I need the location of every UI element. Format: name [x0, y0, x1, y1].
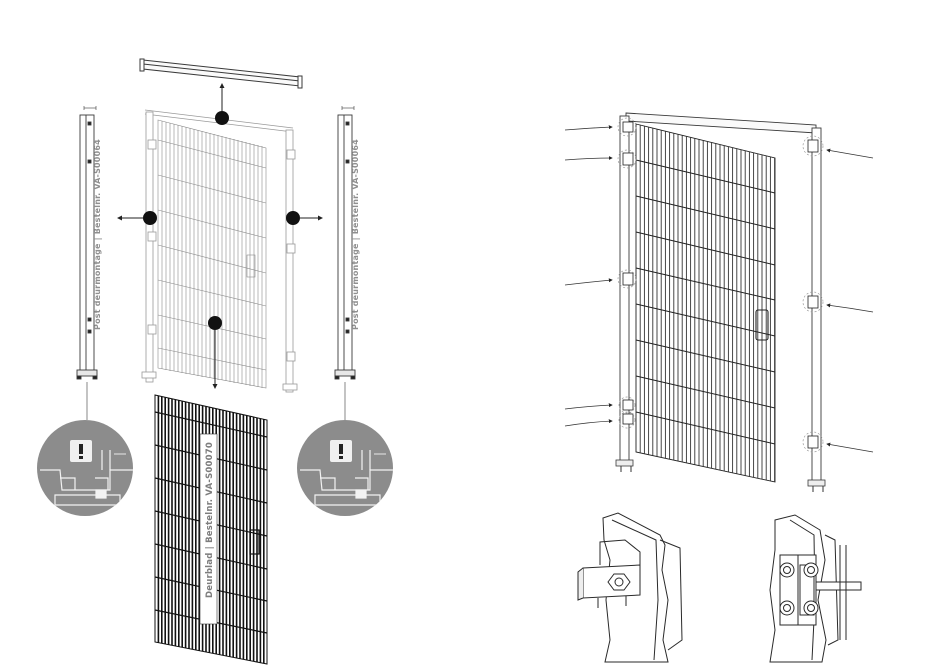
arrow-icon [565, 421, 612, 426]
marker-top [215, 84, 229, 125]
clamp-detail [578, 513, 682, 662]
detail-circle-right [297, 420, 395, 516]
post-left-label: Post deurmontage | Bestelnr. VA-S00064 [93, 139, 102, 330]
exclamation-icon [70, 440, 92, 462]
arrow-icon [827, 444, 873, 452]
arrow-icon [565, 127, 612, 130]
arrow-icon [827, 305, 873, 312]
detail-circle-left [37, 420, 135, 516]
arrow-icon [827, 150, 873, 158]
arrow-icon [565, 158, 612, 160]
hinge-detail [770, 515, 861, 662]
door-leaf-label: Deurblad | Bestelnr. VA-S00070 [205, 442, 215, 598]
marker-right [286, 211, 322, 225]
marker-left [118, 211, 157, 225]
top-rail [140, 59, 302, 88]
post-right-label: Post deurmontage | Bestelnr. VA-S00064 [351, 139, 360, 330]
door-leaf-ghost [158, 120, 266, 388]
arrow-icon [565, 405, 612, 409]
assembled-gate [565, 113, 873, 492]
exclamation-icon [330, 440, 352, 462]
arrow-icon [565, 280, 612, 285]
